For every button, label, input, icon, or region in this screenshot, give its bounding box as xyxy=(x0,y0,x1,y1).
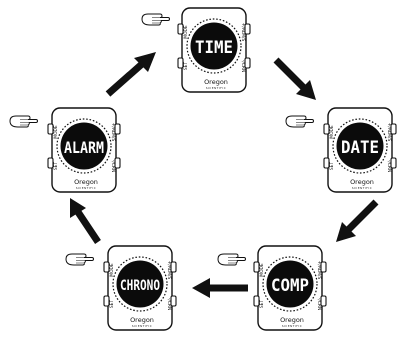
pointing-hand-icon xyxy=(9,115,38,128)
brand-tagline: SCIENTIFIC xyxy=(282,324,302,328)
brand-logo: Oregon xyxy=(350,178,374,186)
watch-date: DATE MODE SET +/ALM/S -/CRN Oregon SCIEN… xyxy=(318,104,402,193)
mode-label: MODE xyxy=(183,25,189,39)
watch-alarm: ALARM MODE SET +/ALM/S -/CRN Oregon SCIE… xyxy=(42,104,126,193)
display-text: ALARM xyxy=(64,138,104,157)
set-label: SET xyxy=(109,300,115,309)
up-label: +/ALM/S xyxy=(166,261,172,280)
up-label: +/ALM/S xyxy=(240,23,246,42)
arrow-time-to-date xyxy=(273,57,316,100)
down-label: -/CRN xyxy=(110,160,116,172)
down-label: -/CRN xyxy=(316,298,322,310)
mode-label: MODE xyxy=(329,125,335,139)
pointing-hand-icon xyxy=(217,253,246,266)
up-label: +/ALM/S xyxy=(316,261,322,280)
display-text: COMP xyxy=(271,276,309,296)
arrow-date-to-comp xyxy=(336,199,379,242)
set-label: SET xyxy=(329,162,335,171)
mode-label: MODE xyxy=(53,125,59,139)
brand-logo: Oregon xyxy=(74,178,98,186)
pointing-hand-icon xyxy=(65,253,94,266)
up-label: +/ALM/S xyxy=(386,123,392,142)
brand-logo: Oregon xyxy=(130,316,154,324)
arrow-chrono-to-alarm xyxy=(70,198,101,244)
brand-tagline: SCIENTIFIC xyxy=(206,86,226,90)
set-label: SET xyxy=(53,162,59,171)
display-text: DATE xyxy=(341,138,379,158)
pointing-hand-icon xyxy=(285,115,314,128)
down-label: -/CRN xyxy=(166,298,172,310)
watch-comp: COMP MODE SET +/ALM/S -/CRN Oregon SCIEN… xyxy=(248,242,332,331)
watch-time: TIME MODE SET +/ALM/S -/CRN Oregon SCIEN… xyxy=(172,4,256,93)
mode-label: MODE xyxy=(109,263,115,277)
brand-tagline: SCIENTIFIC xyxy=(76,186,96,190)
arrow-alarm-to-time xyxy=(105,52,156,97)
down-label: -/CRN xyxy=(386,160,392,172)
pointing-hand-icon xyxy=(141,13,170,26)
down-label: -/CRN xyxy=(240,60,246,72)
brand-tagline: SCIENTIFIC xyxy=(132,324,152,328)
brand-logo: Oregon xyxy=(280,316,304,324)
watch-chrono: CHRONO MODE SET +/ALM/S -/CRN Oregon SCI… xyxy=(98,242,182,331)
display-text: TIME xyxy=(195,38,233,58)
set-label: SET xyxy=(259,300,265,309)
display-text: CHRONO xyxy=(120,278,160,294)
brand-logo: Oregon xyxy=(204,78,228,86)
brand-tagline: SCIENTIFIC xyxy=(352,186,372,190)
set-label: SET xyxy=(183,62,189,71)
up-label: +/ALM/S xyxy=(110,123,116,142)
arrow-comp-to-chrono xyxy=(192,278,248,298)
mode-label: MODE xyxy=(259,263,265,277)
